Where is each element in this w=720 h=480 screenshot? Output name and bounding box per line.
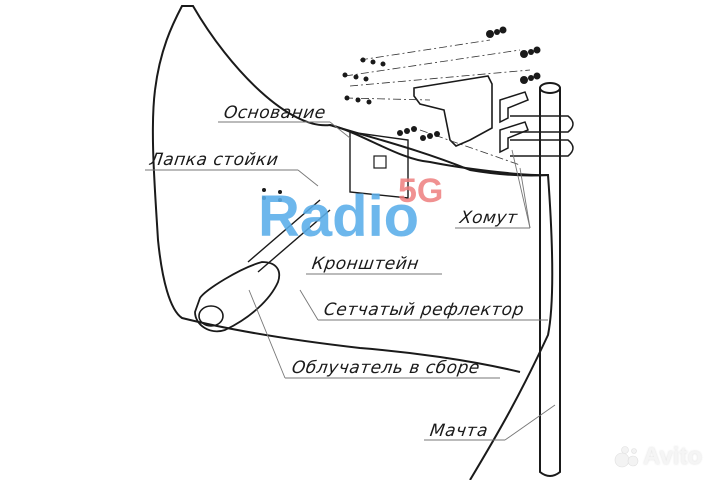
label-stand-leg: Лапка стойки (148, 150, 280, 170)
feed-horn (194, 261, 281, 333)
label-mesh-reflector: Сетчатый рефлектор (322, 300, 526, 320)
avito-logo: Avito (614, 443, 702, 471)
label-mast: Мачта (428, 421, 490, 441)
avito-wordmark: Avito (643, 443, 703, 470)
mast-outline (539, 88, 561, 477)
reflector-outline (154, 5, 554, 480)
label-bracket: Кронштейн (310, 254, 421, 274)
watermark-radio: Radio (258, 184, 420, 249)
base-bracket (413, 75, 493, 147)
label-base: Основание (222, 103, 328, 123)
label-feed-assembly: Облучатель в сборе (290, 358, 482, 378)
label-clamp: Хомут (458, 208, 519, 228)
avito-dots-icon (614, 446, 639, 468)
watermark-5g: 5G (398, 172, 444, 210)
